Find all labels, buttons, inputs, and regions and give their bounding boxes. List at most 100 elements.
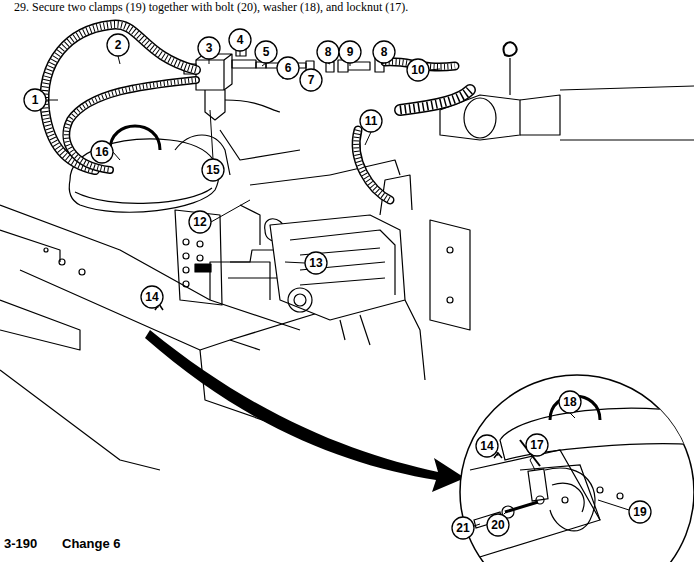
drawing-part (285, 262, 305, 263)
drawing-part (552, 483, 584, 512)
drawing-part (240, 51, 241, 56)
drawing-part (44, 25, 196, 170)
callout-number: 20 (491, 519, 504, 531)
drawing-part (220, 130, 300, 160)
drawing-part (597, 487, 603, 493)
callout-number: 6 (285, 62, 292, 74)
drawing-part (509, 58, 510, 95)
drawing-part (20, 270, 260, 350)
page-footer: Change 6 (62, 536, 121, 551)
drawing-part (183, 253, 189, 259)
drawing-part (562, 497, 568, 503)
callout-number: 11 (365, 115, 378, 127)
drawing-part (545, 468, 595, 531)
callout-number: 1 (32, 94, 39, 106)
callout-circle (476, 435, 498, 457)
callout-number: 8 (381, 46, 388, 58)
callout-number: 4 (237, 34, 244, 46)
callout-number: 17 (530, 439, 543, 451)
drawing-part (44, 248, 48, 252)
page-footer: 3-190 (4, 536, 37, 551)
leader-lines (46, 51, 629, 526)
callout-number: 21 (456, 522, 469, 534)
drawing-part (183, 267, 189, 273)
drawing-part (356, 130, 390, 200)
drawing-part (183, 239, 189, 245)
drawing-part (66, 80, 196, 170)
callout-circle (526, 434, 548, 456)
callout-number: 15 (206, 164, 219, 176)
callout-number: 5 (263, 46, 270, 58)
drawing-part (340, 315, 370, 345)
drawing-part (197, 255, 203, 261)
drawing-part (270, 215, 405, 320)
drawing-part (0, 230, 60, 262)
drawing-part (505, 502, 538, 512)
drawing-part (211, 200, 250, 222)
callout-circle (317, 41, 339, 63)
callout-number: 16 (95, 146, 108, 158)
drawing-part (504, 42, 517, 56)
callout-circle (277, 57, 299, 79)
callout-number: 2 (115, 39, 122, 51)
callout-circle (300, 69, 322, 91)
drawing-part (290, 230, 395, 295)
drawing-part (210, 110, 213, 159)
drawing-part (520, 95, 560, 135)
callout-number: 8 (325, 46, 332, 58)
callout-circle (229, 29, 251, 51)
drawing-part (520, 465, 600, 520)
drawing-part (110, 126, 160, 150)
drawing-part (197, 241, 203, 247)
drawing-part (209, 59, 210, 64)
callout-number: 14 (145, 291, 158, 303)
callout-circle (305, 252, 327, 274)
callout-circles (24, 29, 651, 539)
callout-circle (198, 37, 220, 59)
drawing-part (66, 80, 196, 170)
drawing-part (196, 54, 232, 90)
callout-circle (339, 41, 361, 63)
callout-circle (373, 41, 395, 63)
drawing-part (0, 370, 160, 470)
callout-circle (107, 34, 129, 56)
drawing-part (183, 281, 189, 287)
drawing-part (0, 205, 300, 330)
drawing-part (598, 500, 629, 510)
callout-circle (407, 59, 429, 81)
drawing-part (0, 300, 80, 350)
callout-number: 14 (480, 440, 493, 452)
detail-inset (460, 375, 694, 562)
drawing-part (356, 130, 390, 200)
callout-circle (629, 501, 651, 523)
callout-number: 13 (309, 257, 322, 269)
drawing-part (44, 25, 196, 170)
callout-circle (189, 211, 211, 233)
drawing-part (66, 80, 196, 170)
callout-number: 19 (633, 506, 646, 518)
drawing-part (429, 69, 440, 70)
procedure-step: 29. Secure two clamps (19) together with… (14, 0, 408, 15)
drawing-part (497, 452, 498, 456)
callout-circle (91, 141, 113, 163)
callout-circle (255, 41, 277, 63)
drawing-part (400, 90, 470, 110)
drawing-part (447, 297, 453, 303)
callout-number: 7 (308, 74, 315, 86)
drawing-part (44, 25, 196, 170)
drawing-part (500, 408, 694, 460)
callout-number: 18 (563, 396, 576, 408)
drawing-part (470, 450, 600, 560)
callout-circle (24, 89, 46, 111)
drawing-part (69, 139, 218, 212)
drawing-part (294, 294, 306, 306)
drawing-part (447, 247, 453, 253)
drawing-part (240, 205, 260, 245)
drawing-part (356, 130, 390, 200)
drawing-part (365, 132, 371, 145)
detail-arrow (145, 330, 465, 492)
callout-number: 3 (206, 42, 213, 54)
drawing-part (75, 188, 212, 203)
callout-number: 12 (193, 216, 206, 228)
drawing-part (118, 56, 120, 64)
